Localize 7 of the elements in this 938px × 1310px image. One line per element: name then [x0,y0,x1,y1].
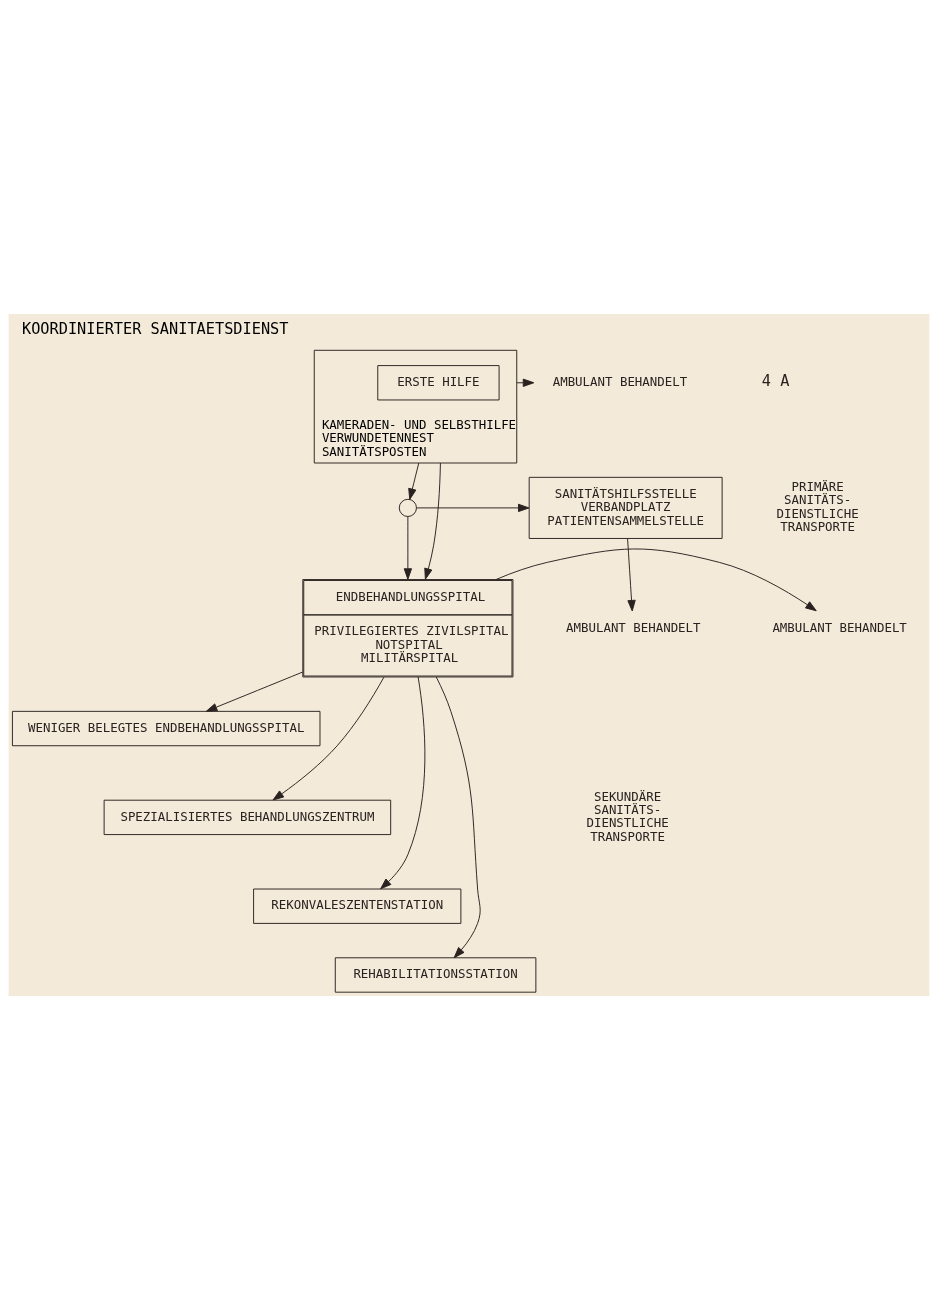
diagram-title: KOORDINIERTER SANITAETSDIENST [21,319,289,338]
label: PRIMÄRE SANITÄTS- DIENSTLICHE TRANSPORTE [776,479,859,535]
node-text: AMBULANT BEHANDELT [772,619,907,635]
label: SEKUNDÄRE SANITÄTS- DIENSTLICHE TRANSPORTE [586,788,669,844]
label: 4 A [761,372,790,391]
node-text: AMBULANT BEHANDELT [552,374,688,390]
node-text: AMBULANT BEHANDELT [566,619,701,635]
